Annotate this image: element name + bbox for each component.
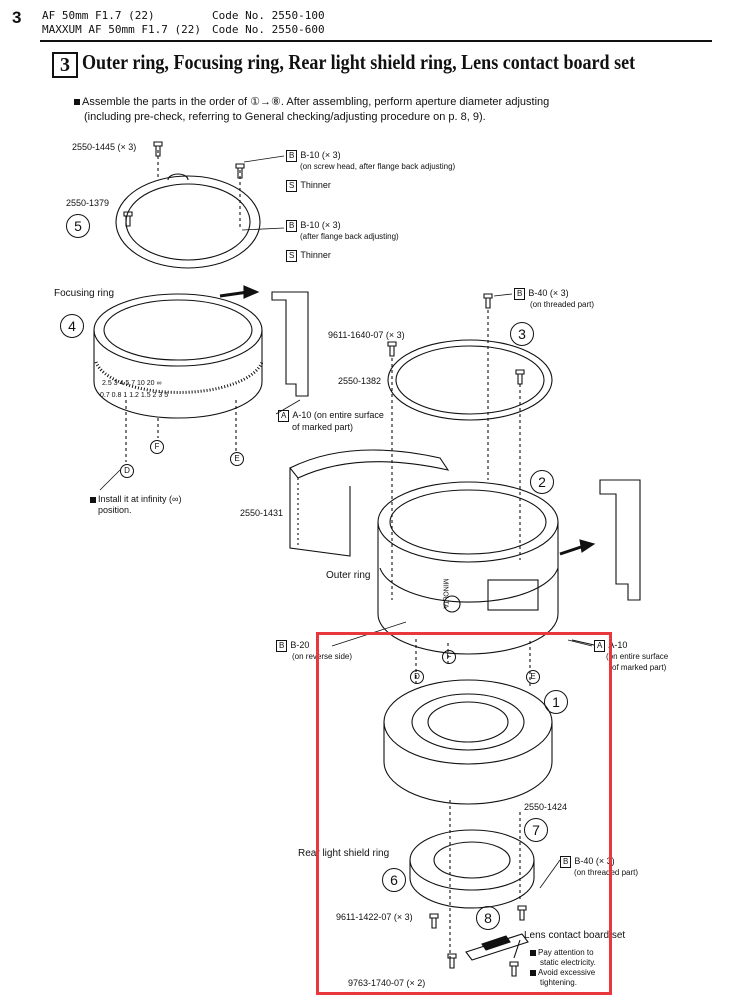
note-tight-2: tightening. xyxy=(540,978,577,987)
note-infinity-2: position. xyxy=(98,505,132,515)
note-a10-1-sub: of marked part) xyxy=(292,422,354,432)
instruction-line-2: (including pre-check, referring to Gener… xyxy=(84,111,486,123)
step-1-number: 1 xyxy=(544,690,568,714)
step-7-number: 7 xyxy=(524,818,548,842)
note-b40-2-sub: (on threaded part) xyxy=(574,868,639,877)
outer-ring-label: Outer ring xyxy=(326,570,371,581)
code-line-2: Code No. 2550-600 xyxy=(212,23,325,36)
bullet-icon xyxy=(530,949,536,956)
step-6-number: 6 xyxy=(382,868,406,892)
screw-drawings xyxy=(123,141,527,977)
rear-light-shield-ring-label: Rear light shield ring xyxy=(298,848,390,859)
part-2550-1445-label: 2550-1445 (× 3) xyxy=(72,142,137,152)
note-b20-sub: (on reverse side) xyxy=(292,652,353,661)
mark-e-mount: E xyxy=(526,670,540,684)
header-rule xyxy=(40,40,712,42)
note-static-1: Pay attention to xyxy=(530,948,594,957)
bullet-icon xyxy=(74,99,80,106)
step-4-number: 4 xyxy=(60,314,84,338)
note-static-2: static electricity. xyxy=(540,958,596,967)
mark-d-mount: D xyxy=(410,670,424,684)
section-title: Outer ring, Focusing ring, Rear light sh… xyxy=(82,50,636,74)
focus-scale-lower: 0.7 0.8 1 1.2 1.5 2 3 5 xyxy=(100,392,169,399)
mark-f-focusing: F xyxy=(150,440,164,454)
part-4-focusing-ring-drawing xyxy=(93,293,264,462)
note-b10-2-sub: (after flange back adjusting) xyxy=(300,232,399,241)
shield-sheet-drawing xyxy=(289,449,450,557)
part-1-mount-drawing xyxy=(383,636,553,805)
step-8-number: 8 xyxy=(476,906,500,930)
part-8-contact-board-drawing xyxy=(465,933,529,961)
step-2-number: 2 xyxy=(530,470,554,494)
part-2550-1382-label: 2550-1382 xyxy=(338,376,382,386)
note-tight-1: Avoid excessive xyxy=(530,968,595,977)
note-b40-1-sub: (on threaded part) xyxy=(530,300,595,309)
brand-engraving: MINOLTA xyxy=(441,578,449,609)
step-3-number: 3 xyxy=(510,322,534,346)
note-infinity-1: Install it at infinity (∞) xyxy=(90,494,181,504)
leader-lines xyxy=(99,155,593,889)
page-number: 3 xyxy=(12,8,22,27)
section-number: 3 xyxy=(52,52,78,78)
mark-f-mount: F xyxy=(442,650,456,664)
cross-section-2-drawing xyxy=(559,479,641,646)
mark-d-focusing: D xyxy=(120,464,134,478)
part-9763-1740-label: 9763-1740-07 (× 2) xyxy=(348,978,426,988)
mark-e-focusing: E xyxy=(230,452,244,466)
cross-section-1-drawing xyxy=(219,285,309,397)
bullet-icon xyxy=(530,969,536,976)
part-2-outer-ring-drawing xyxy=(377,481,559,655)
part-9611-1422-label: 9611-1422-07 (× 3) xyxy=(336,912,413,922)
part-5-ring-drawing xyxy=(115,150,261,269)
note-a10-2-sub2: of marked part) xyxy=(612,663,667,672)
model-line-1: AF 50mm F1.7 (22) xyxy=(42,9,155,22)
part-9611-1640-label: 9611-1640-07 (× 3) xyxy=(328,330,405,340)
note-a10-2-sub1: (on entire surface xyxy=(606,652,669,661)
focusing-ring-label: Focusing ring xyxy=(54,288,115,299)
part-6-rear-shield-drawing xyxy=(409,800,535,960)
bullet-icon xyxy=(90,496,96,503)
part-2550-1424-label: 2550-1424 xyxy=(524,802,568,812)
instruction-line-1: Assemble the parts in the order of ①→⑧. … xyxy=(74,95,549,108)
highlight-box xyxy=(316,632,612,995)
part-2550-1379-label: 2550-1379 xyxy=(66,198,110,208)
note-b10-1-sub: (on screw head, after flange back adjust… xyxy=(300,162,456,171)
code-line-1: Code No. 2550-100 xyxy=(212,9,325,22)
model-line-2: MAXXUM AF 50mm F1.7 (22) xyxy=(42,23,201,36)
focus-scale-upper: 2.5 3 4 5 7 10 20 ∞ xyxy=(102,380,162,387)
step-5-number: 5 xyxy=(66,214,90,238)
part-3-ring-drawing xyxy=(387,310,553,600)
part-2550-1431-label: 2550-1431 xyxy=(240,508,284,518)
lens-contact-board-set-label: Lens contact board set xyxy=(524,930,626,941)
